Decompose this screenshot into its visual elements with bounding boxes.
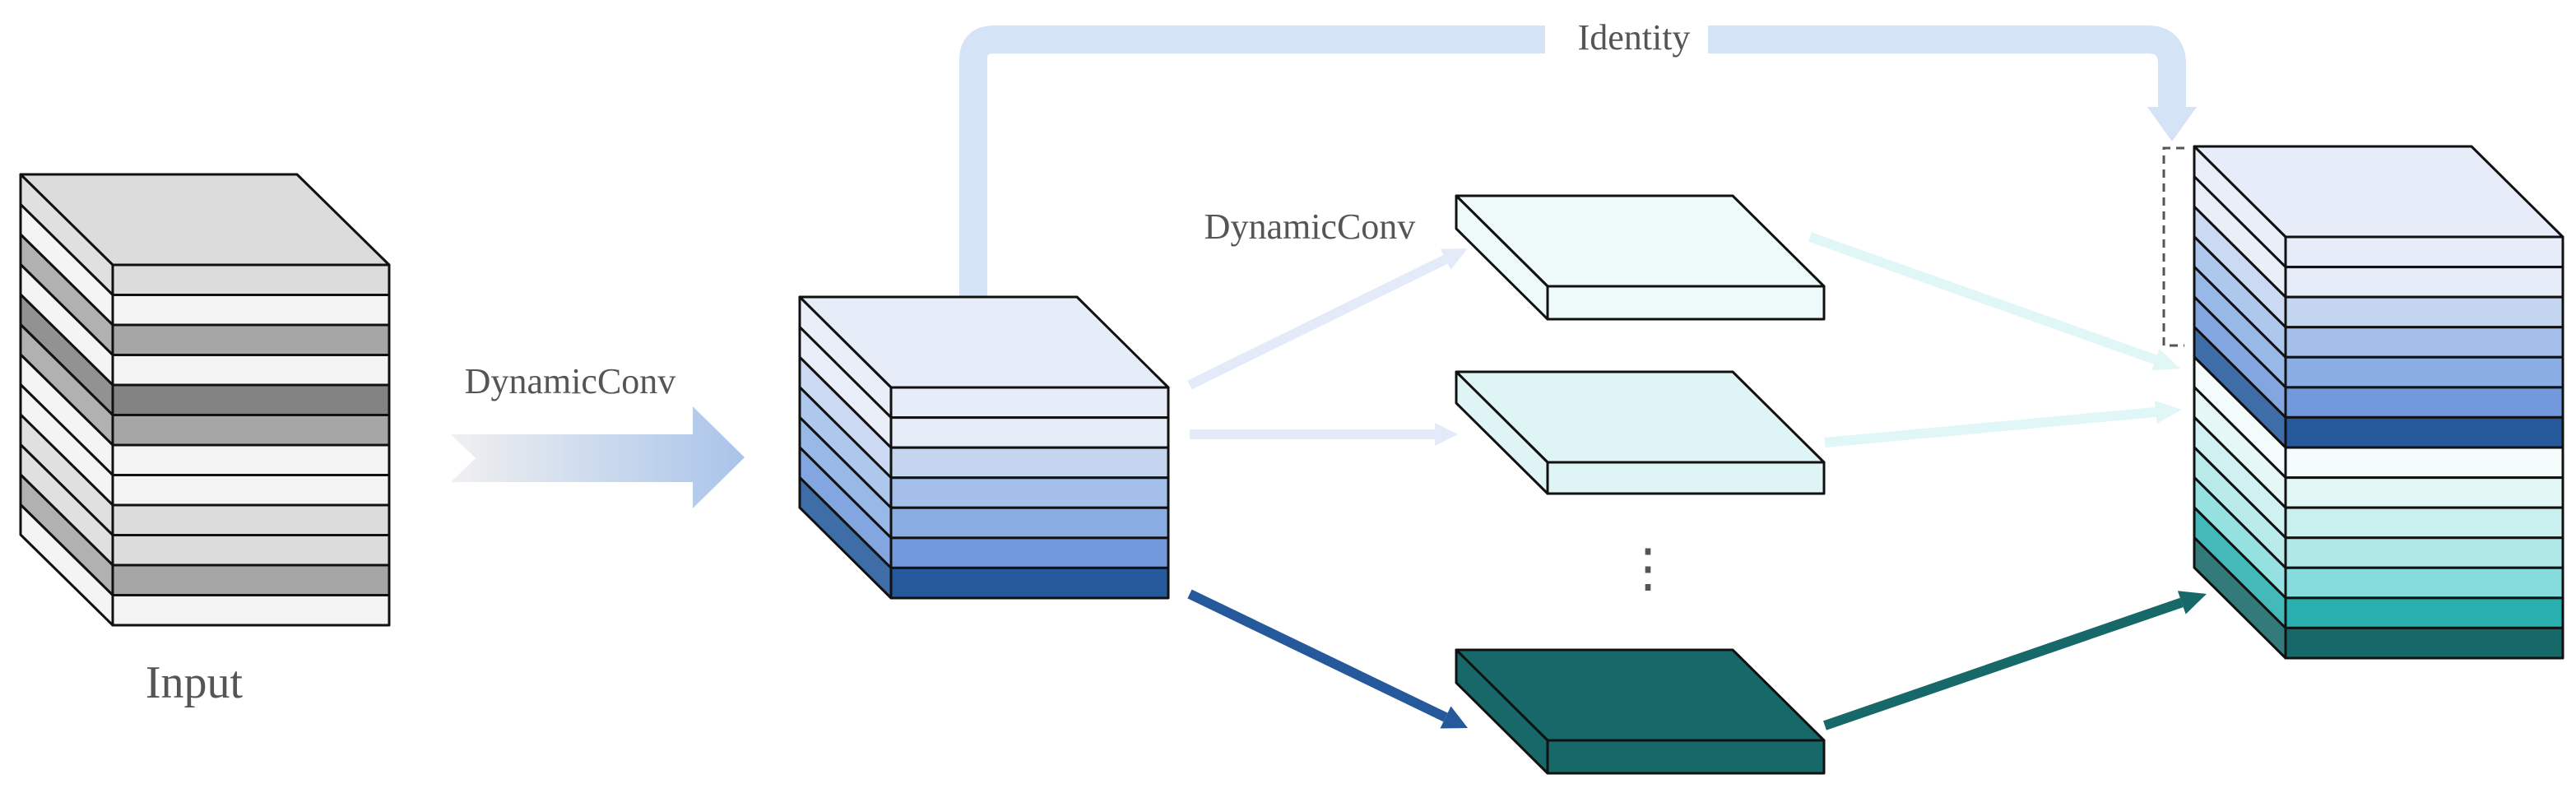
stack-front-layer <box>889 476 1170 509</box>
stack-front-layer <box>889 416 1170 449</box>
arrow-branch-3-to-output-head <box>2177 591 2207 614</box>
arrow-to-branch-3-shaft <box>1187 589 1448 722</box>
dynamic-conv-main-arrow <box>451 406 745 508</box>
stack-front-layer <box>111 294 391 327</box>
arrow-branch-2-to-output-shaft <box>1824 406 2156 448</box>
stack-front-layer <box>889 386 1170 420</box>
stack-front-layer <box>889 446 1170 480</box>
arrow-branch-2-to-output-head <box>2154 400 2182 424</box>
stack-front-layer <box>111 563 391 596</box>
stack-front-layer <box>2284 415 2564 449</box>
stack-front-layer <box>2284 326 2564 359</box>
stack-front-layer <box>111 263 391 296</box>
arrow-branch-3-to-output-shaft <box>1823 597 2184 730</box>
arrow-to-branch-3-head <box>1440 706 1468 729</box>
stack-front-layer <box>2284 506 2564 540</box>
stack-front-layer <box>2284 536 2564 569</box>
stack-front-layer <box>2284 295 2564 329</box>
arrow-branch-1-to-output-shaft <box>1808 232 2157 364</box>
stack-front-layer <box>2284 446 2564 480</box>
stack-front-layer <box>111 414 391 447</box>
arrow-to-branch-2-head <box>1435 423 1458 446</box>
branch-ellipsis: ⋮ <box>1622 539 1674 597</box>
stack-front-layer <box>2284 566 2564 600</box>
input-label: Input <box>146 657 244 708</box>
stack-front-layer <box>111 354 391 387</box>
slab-front-face <box>1546 739 1826 775</box>
stack-front-layer <box>111 594 391 627</box>
branch-slab-1 <box>1455 194 1826 321</box>
arrow-branch-1-to-output-head <box>2151 349 2180 371</box>
stack-front-layer <box>2284 386 2564 419</box>
stack-front-layer <box>2284 626 2564 660</box>
stack-front-layer <box>2284 235 2564 269</box>
input-block <box>19 173 391 627</box>
identity-label: Identity <box>1578 17 1691 58</box>
stack-front-layer <box>2284 266 2564 299</box>
slab-front-face <box>1546 461 1826 495</box>
stack-front-layer <box>111 503 391 536</box>
conv-feature-block <box>798 295 1170 600</box>
stack-front-layer <box>2284 596 2564 629</box>
branch-slab-2 <box>1455 370 1826 495</box>
identity-label-gap <box>1545 18 1708 59</box>
dynamic-conv-branch-label: DynamicConv <box>1204 206 1416 247</box>
stack-front-layer <box>111 534 391 567</box>
arrow-to-branch-1-head <box>1440 248 1468 270</box>
output-block <box>2193 145 2564 660</box>
stack-front-layer <box>889 536 1170 569</box>
stack-front-layer <box>889 506 1170 540</box>
branch-arrows <box>1187 232 2207 730</box>
stack-front-layer <box>111 443 391 476</box>
slab-front-face <box>1546 285 1826 321</box>
stack-front-layer <box>111 323 391 356</box>
arrow-to-branch-1-shaft <box>1187 254 1448 390</box>
identity-bracket <box>2162 146 2184 347</box>
branch-slab-3 <box>1455 648 1826 775</box>
stack-front-layer <box>111 383 391 416</box>
stack-front-layer <box>111 474 391 507</box>
identity-arrow-head <box>2147 107 2197 141</box>
dynamic-conv-main-label: DynamicConv <box>465 361 676 401</box>
stack-front-layer <box>2284 476 2564 509</box>
stack-front-layer <box>889 566 1170 600</box>
stack-front-layer <box>2284 355 2564 389</box>
